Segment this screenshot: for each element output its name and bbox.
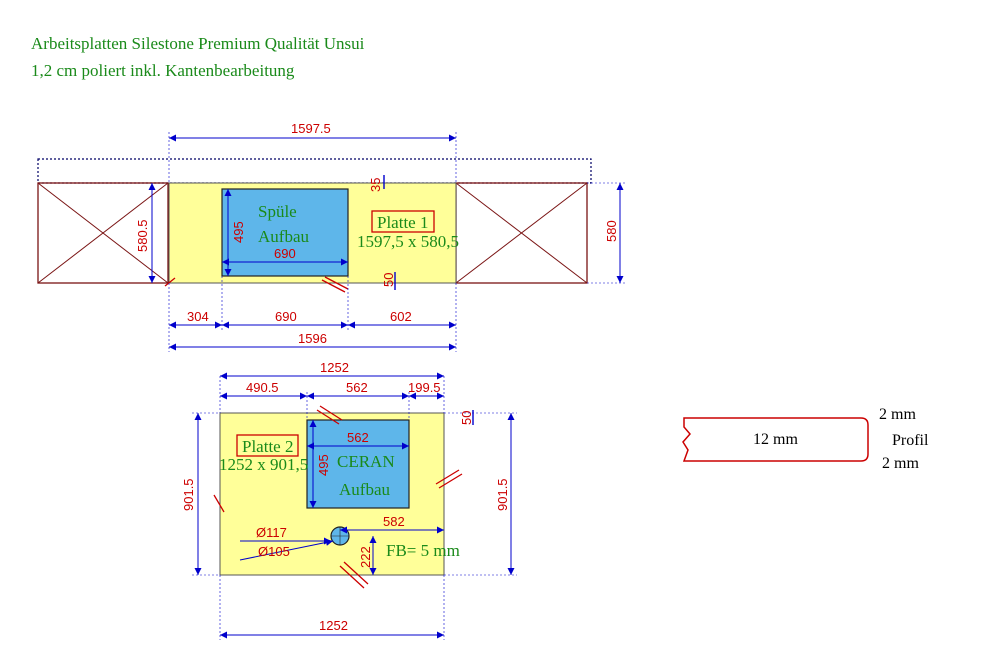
plate-1-label-box — [371, 210, 435, 233]
dim-p2-seg-left: 490.5 — [246, 380, 279, 395]
plate-2-drawing: CERAN Aufbau Platte 2 1252 x 901,5 1252 … — [181, 360, 517, 640]
ceran-cutout — [306, 419, 410, 509]
dim-p1-top-total: 1597.5 — [291, 121, 331, 136]
plate-2-label-box — [236, 434, 299, 457]
plate-2-size: 1252 x 901,5 — [219, 455, 308, 474]
upper-cabinet-outline — [37, 158, 592, 184]
profile-label: Profil — [892, 432, 929, 449]
dim-p2-cut-height: 495 — [316, 454, 331, 476]
dim-p2-bottom-total: 1252 — [319, 618, 348, 633]
dim-p2-hole-d2: Ø105 — [258, 544, 290, 559]
fb-note: FB= 5 mm — [386, 541, 460, 560]
dim-p2-hole-x: 582 — [383, 514, 405, 529]
dim-p1-cut-width: 690 — [274, 246, 296, 261]
sink-cutout-title: Spüle — [258, 202, 297, 221]
sink-cutout-sub: Aufbau — [258, 227, 309, 246]
dim-p2-cut-width: 562 — [347, 430, 369, 445]
dim-p1-bottom-gap: 50 — [381, 273, 396, 287]
profile-top: 2 mm — [879, 406, 916, 423]
dim-p2-gap-right: 50 — [459, 411, 474, 425]
ceran-cutout-sub: Aufbau — [339, 480, 390, 499]
dim-p1-right-depth: 580 — [604, 220, 619, 242]
dim-p2-seg-mid: 562 — [346, 380, 368, 395]
header-line-1: Arbeitsplatten Silestone Premium Qualitä… — [31, 34, 365, 53]
ceran-cutout-title: CERAN — [337, 452, 395, 471]
profile-bottom: 2 mm — [882, 455, 919, 472]
header-line-2: 1,2 cm poliert inkl. Kantenbearbeitung — [31, 61, 295, 80]
dim-p2-right-depth: 901.5 — [495, 478, 510, 511]
plate-1-size: 1597,5 x 580,5 — [357, 232, 459, 251]
dim-p1-top-gap: 35 — [368, 178, 383, 192]
right-cabinet — [455, 182, 588, 284]
dim-p1-left-depth: 580.5 — [135, 219, 150, 252]
dim-p1-cut-height: 495 — [231, 221, 246, 243]
dim-p2-hole-y: 222 — [358, 546, 373, 568]
dim-p2-seg-right: 199.5 — [408, 380, 441, 395]
dim-p1-seg-left: 304 — [187, 309, 209, 324]
dim-p1-seg-right: 602 — [390, 309, 412, 324]
edge-profile: 12 mm 2 mm Profil 2 mm — [682, 406, 929, 472]
plate-1-name: Platte 1 — [377, 213, 428, 232]
dim-p1-bottom-total: 1596 — [298, 331, 327, 346]
dim-p1-seg-mid: 690 — [275, 309, 297, 324]
plate-2-name: Platte 2 — [242, 437, 293, 456]
plate-1-drawing: Spüle Aufbau Platte 1 1597,5 x 580,5 159… — [37, 121, 626, 352]
dim-p2-hole-d1: Ø117 — [256, 525, 287, 540]
dim-p2-top-total: 1252 — [320, 360, 349, 375]
left-cabinet — [37, 182, 169, 284]
profile-thickness: 12 mm — [753, 431, 798, 448]
dim-p2-left-depth: 901.5 — [181, 478, 196, 511]
